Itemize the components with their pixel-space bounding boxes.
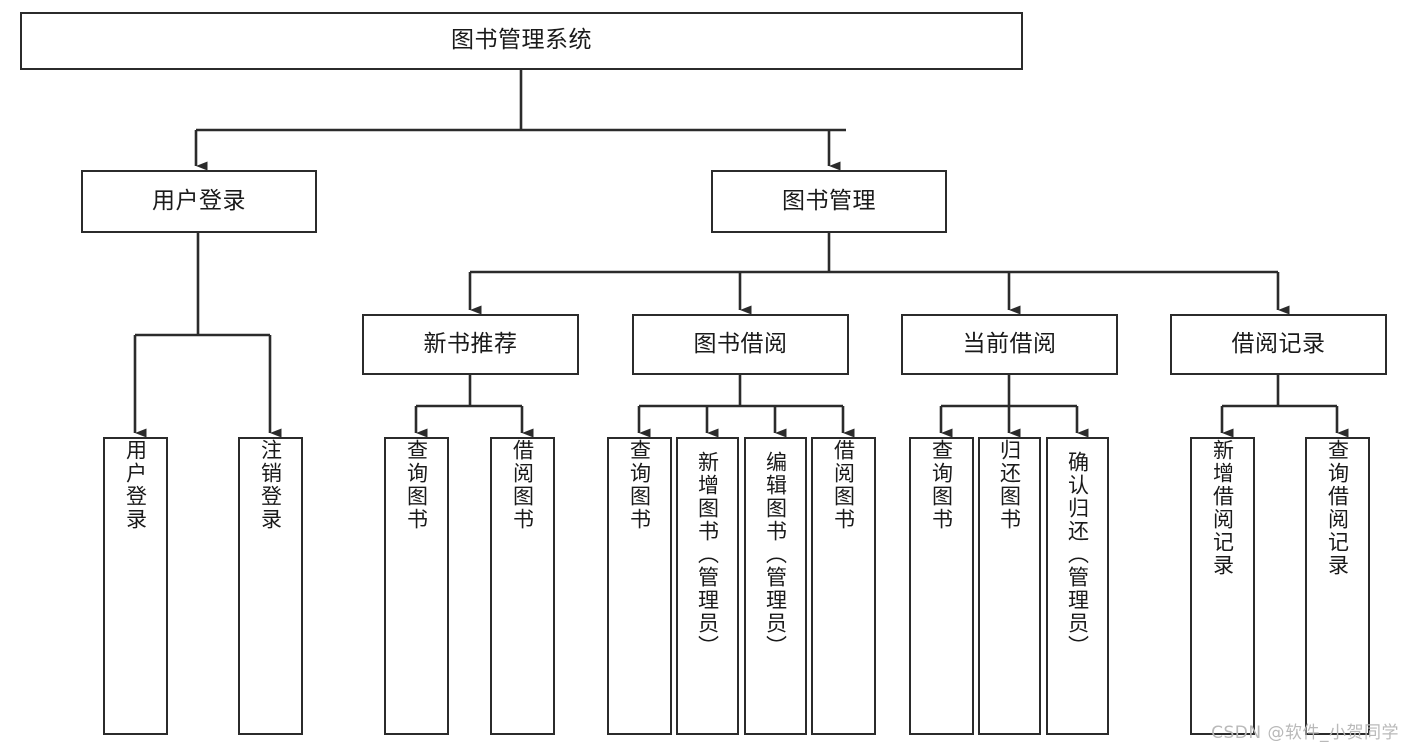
node-leaf-query-book-2[interactable]: 查询图书	[607, 437, 672, 735]
node-borrow-record-label: 借阅记录	[1231, 330, 1326, 357]
node-leaf-user-login-label: 用户登录	[123, 439, 148, 531]
node-leaf-confirm-return-label: 确认归还（管理员）	[1065, 451, 1090, 658]
node-leaf-user-login[interactable]: 用户登录	[103, 437, 168, 735]
node-current-borrow-label: 当前借阅	[962, 330, 1057, 357]
node-new-book-rec[interactable]: 新书推荐	[362, 314, 579, 375]
node-leaf-query-book-2-label: 查询图书	[627, 439, 652, 531]
node-book-manage-label: 图书管理	[782, 187, 876, 214]
node-leaf-logout[interactable]: 注销登录	[238, 437, 303, 735]
node-leaf-add-book-label: 新增图书（管理员）	[695, 451, 720, 658]
node-book-manage[interactable]: 图书管理	[711, 170, 947, 233]
node-leaf-return-book[interactable]: 归还图书	[978, 437, 1041, 735]
node-new-book-rec-label: 新书推荐	[423, 330, 518, 357]
node-leaf-borrow-book-2[interactable]: 借阅图书	[811, 437, 876, 735]
node-current-borrow[interactable]: 当前借阅	[901, 314, 1118, 375]
node-book-borrow[interactable]: 图书借阅	[632, 314, 849, 375]
node-leaf-add-record[interactable]: 新增借阅记录	[1190, 437, 1255, 735]
node-leaf-edit-book-label: 编辑图书（管理员）	[763, 451, 788, 658]
node-leaf-return-book-label: 归还图书	[997, 439, 1022, 531]
node-leaf-query-book-3[interactable]: 查询图书	[909, 437, 974, 735]
node-leaf-logout-label: 注销登录	[258, 439, 283, 531]
node-leaf-borrow-book-2-label: 借阅图书	[831, 439, 856, 531]
watermark: CSDN @软件_小贺同学	[1211, 723, 1399, 743]
node-leaf-add-book[interactable]: 新增图书（管理员）	[676, 437, 739, 735]
node-leaf-borrow-book-1[interactable]: 借阅图书	[490, 437, 555, 735]
node-user-login-label: 用户登录	[152, 187, 246, 214]
node-root[interactable]: 图书管理系统	[20, 12, 1023, 70]
node-leaf-add-record-label: 新增借阅记录	[1210, 439, 1235, 577]
node-user-login[interactable]: 用户登录	[81, 170, 317, 233]
node-leaf-confirm-return[interactable]: 确认归还（管理员）	[1046, 437, 1109, 735]
node-leaf-query-book-1-label: 查询图书	[404, 439, 429, 531]
node-leaf-borrow-book-1-label: 借阅图书	[510, 439, 535, 531]
node-leaf-query-record[interactable]: 查询借阅记录	[1305, 437, 1370, 735]
node-leaf-query-record-label: 查询借阅记录	[1325, 439, 1350, 577]
node-book-borrow-label: 图书借阅	[693, 330, 788, 357]
node-leaf-edit-book[interactable]: 编辑图书（管理员）	[744, 437, 807, 735]
node-leaf-query-book-1[interactable]: 查询图书	[384, 437, 449, 735]
node-leaf-query-book-3-label: 查询图书	[929, 439, 954, 531]
node-root-label: 图书管理系统	[451, 27, 592, 54]
node-borrow-record[interactable]: 借阅记录	[1170, 314, 1387, 375]
